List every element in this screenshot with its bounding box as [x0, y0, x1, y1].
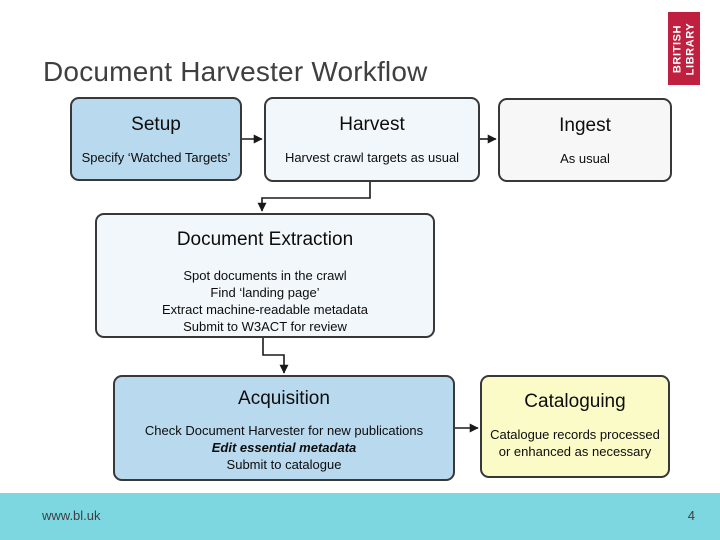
node-cataloguing: Cataloguing Catalogue records processed …	[480, 375, 670, 478]
node-document-extraction: Document Extraction Spot documents in th…	[95, 213, 435, 338]
british-library-logo: BRITISH LIBRARY	[668, 12, 700, 85]
node-setup-title: Setup	[131, 114, 181, 135]
node-harvest-title: Harvest	[339, 114, 405, 135]
node-cataloguing-line: or enhanced as necessary	[498, 444, 652, 459]
node-ingest-line: As usual	[560, 151, 610, 166]
page-number: 4	[687, 508, 695, 523]
node-setup-line: Specify ‘Watched Targets’	[81, 150, 231, 165]
node-harvest-line: Harvest crawl targets as usual	[284, 150, 460, 165]
british-library-logo-text: BRITISH LIBRARY	[672, 12, 697, 85]
node-ingest: Ingest As usual	[498, 98, 672, 182]
connector-document-extraction-to-acquisition	[262, 338, 289, 374]
node-cataloguing-line: Catalogue records processed	[490, 427, 660, 442]
logo-line-library: LIBRARY	[684, 22, 696, 75]
node-document-extraction-line: Find ‘landing page’	[210, 285, 320, 300]
page-title: Document Harvester Workflow	[43, 56, 428, 87]
node-ingest-title: Ingest	[559, 115, 611, 136]
node-document-extraction-line: Spot documents in the crawl	[183, 268, 347, 283]
node-acquisition-line: Check Document Harvester for new publica…	[144, 423, 424, 438]
connector-harvest-to-document-extraction	[257, 182, 371, 212]
node-acquisition-title: Acquisition	[238, 388, 330, 409]
node-harvest: Harvest Harvest crawl targets as usual	[264, 97, 480, 182]
node-acquisition-line: Submit to catalogue	[226, 457, 342, 472]
node-document-extraction-line: Submit to W3ACT for review	[183, 319, 347, 334]
node-acquisition-line-emphasis: Edit essential metadata	[211, 440, 357, 455]
node-cataloguing-title: Cataloguing	[524, 391, 626, 412]
node-acquisition: Acquisition Check Document Harvester for…	[113, 375, 455, 481]
node-document-extraction-line: Extract machine-readable metadata	[162, 302, 368, 317]
footer-bar: www.bl.uk 4	[0, 493, 720, 540]
logo-line-british: BRITISH	[671, 24, 684, 73]
node-document-extraction-title: Document Extraction	[176, 229, 354, 250]
node-setup: Setup Specify ‘Watched Targets’	[70, 97, 242, 181]
footer-url: www.bl.uk	[42, 508, 101, 523]
